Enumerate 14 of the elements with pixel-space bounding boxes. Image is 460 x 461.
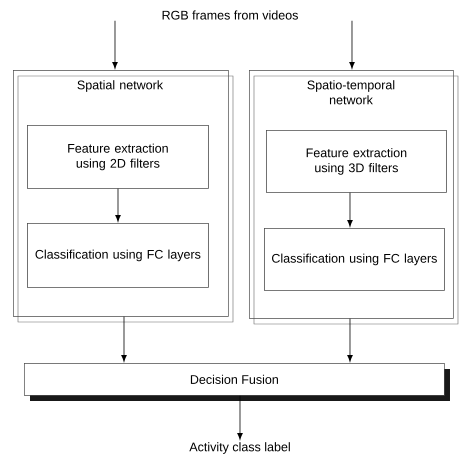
fusion-box: Decision Fusion bbox=[24, 363, 450, 401]
arrow bbox=[347, 318, 353, 362]
arrow bbox=[112, 20, 118, 69]
caption-text: Activity class label bbox=[189, 442, 290, 454]
process-box: Classification using FC layers bbox=[264, 228, 445, 291]
process-box: Feature extraction using 3D filters bbox=[266, 130, 447, 193]
process-box: Classification using FC layers bbox=[27, 223, 209, 288]
arrow bbox=[349, 20, 355, 69]
process-box: Feature extraction using 2D filters bbox=[27, 125, 209, 189]
arrow bbox=[115, 188, 121, 222]
arrow bbox=[121, 316, 127, 362]
arrow bbox=[347, 192, 353, 227]
caption-text: RGB frames from videos bbox=[162, 10, 298, 20]
arrow bbox=[237, 395, 243, 440]
